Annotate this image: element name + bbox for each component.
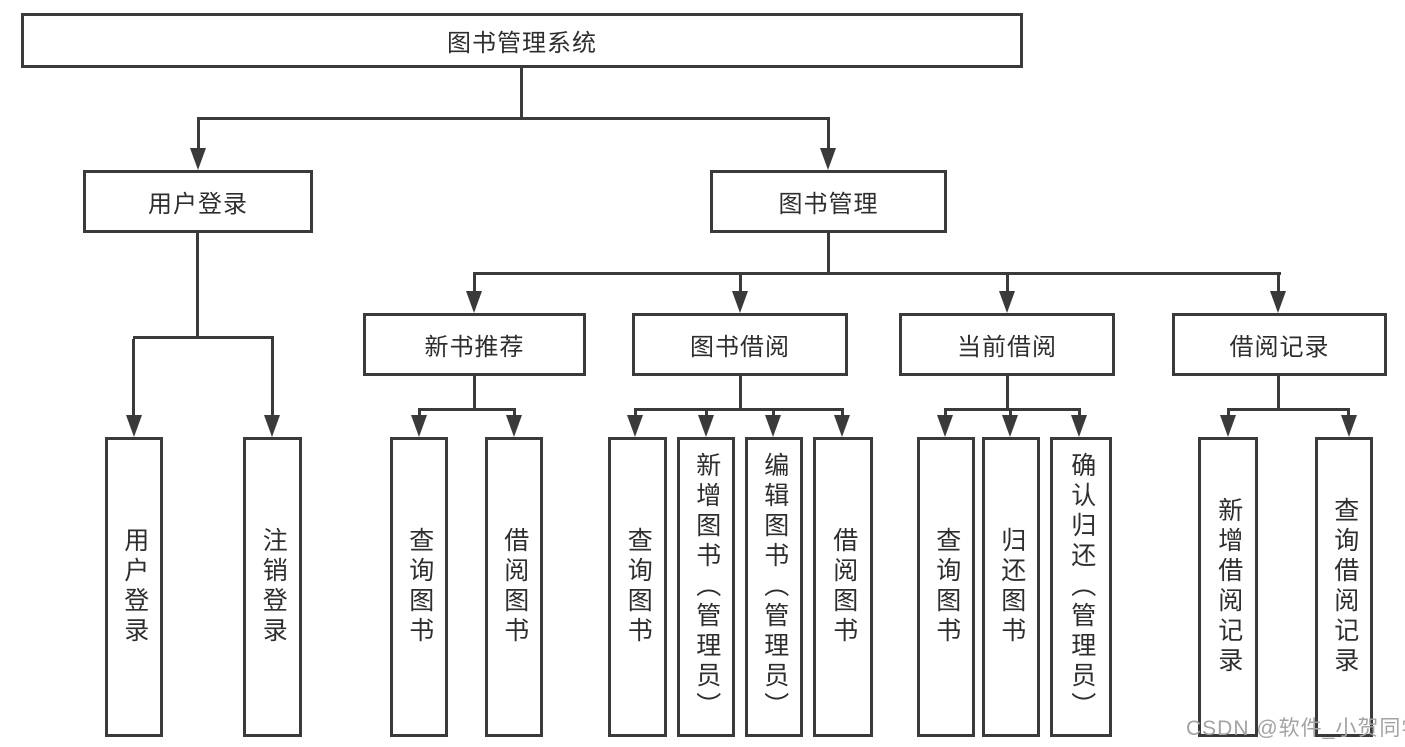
leaf-label: 新增借阅记录: [1214, 497, 1243, 677]
connector-level2-rail: [197, 117, 830, 120]
arrow-down-icon: [1341, 415, 1357, 437]
arrow-down-icon: [999, 291, 1015, 313]
connector-stem: [1006, 275, 1009, 295]
leaf-add-books-admin: 新增图书（管理员）: [677, 437, 735, 737]
connector-stem: [473, 376, 476, 408]
connector-book-mgmt-stem: [827, 233, 830, 275]
connector-user-login-rail: [133, 336, 274, 339]
arrow-down-icon: [506, 415, 522, 437]
connector-stem: [473, 275, 476, 295]
arrow-down-icon: [1002, 415, 1018, 437]
csdn-watermark: CSDN @软件_小贺同学: [1186, 717, 1405, 740]
arrow-down-icon: [732, 291, 748, 313]
connector-stem: [739, 275, 742, 295]
arrow-down-icon: [937, 415, 953, 437]
arrow-down-icon: [698, 415, 714, 437]
leaf-add-borrow-record: 新增借阅记录: [1198, 437, 1258, 737]
node-user-login: 用户登录: [83, 170, 313, 233]
arrow-down-icon: [765, 415, 781, 437]
connector-rail: [418, 408, 516, 411]
arrow-down-icon: [834, 415, 850, 437]
leaf-confirm-return-admin: 确认归还（管理员）: [1050, 437, 1112, 737]
leaf-edit-books-admin: 编辑图书（管理员）: [745, 437, 803, 737]
leaf-logout: 注销登录: [243, 437, 302, 737]
arrow-down-icon: [820, 148, 836, 170]
leaf-label: 新增图书（管理员）: [692, 452, 721, 722]
leaf-label: 借阅图书: [500, 527, 529, 647]
arrow-down-icon: [1071, 415, 1087, 437]
connector-root-stem: [520, 68, 523, 120]
arrow-down-icon: [627, 415, 643, 437]
node-library-system: 图书管理系统: [21, 13, 1023, 68]
connector-level3-rail: [473, 272, 1281, 275]
leaf-label: 编辑图书（管理员）: [760, 452, 789, 722]
leaf-label: 借阅图书: [829, 527, 858, 647]
connector-stem: [1277, 376, 1280, 408]
leaf-borrow-books: 借阅图书: [485, 437, 543, 737]
leaf-label: 查询图书: [624, 527, 653, 647]
node-current-borrowing: 当前借阅: [899, 313, 1115, 376]
arrow-down-icon: [411, 415, 427, 437]
leaf-user-login: 用户登录: [105, 437, 163, 737]
connector-stem: [827, 120, 830, 152]
leaf-borrow-books: 借阅图书: [813, 437, 873, 737]
connector-stem: [132, 339, 135, 419]
leaf-label: 确认归还（管理员）: [1067, 452, 1096, 722]
arrow-down-icon: [126, 415, 142, 437]
leaf-label: 注销登录: [259, 527, 288, 647]
arrow-down-icon: [1220, 415, 1236, 437]
arrow-down-icon: [466, 291, 482, 313]
leaf-search-books: 查询图书: [608, 437, 667, 737]
connector-stem: [197, 120, 200, 152]
node-book-management: 图书管理: [710, 170, 947, 233]
node-borrowing-records: 借阅记录: [1172, 313, 1387, 376]
arrow-down-icon: [1270, 291, 1286, 313]
leaf-search-borrow-record: 查询借阅记录: [1315, 437, 1373, 737]
arrow-down-icon: [264, 415, 280, 437]
connector-stem: [1006, 376, 1009, 408]
node-new-book-recommendation: 新书推荐: [363, 313, 586, 376]
connector-rail: [944, 408, 1081, 411]
leaf-label: 归还图书: [997, 527, 1026, 647]
connector-stem: [739, 376, 742, 408]
leaf-label: 用户登录: [120, 527, 149, 647]
connector-user-login-stem: [196, 233, 199, 339]
connector-stem: [1277, 275, 1280, 295]
leaf-return-books: 归还图书: [982, 437, 1040, 737]
leaf-label: 查询图书: [405, 527, 434, 647]
leaf-search-books: 查询图书: [390, 437, 448, 737]
connector-stem: [271, 339, 274, 419]
node-book-borrowing: 图书借阅: [632, 313, 848, 376]
leaf-search-books: 查询图书: [917, 437, 975, 737]
connector-rail: [1227, 408, 1350, 411]
arrow-down-icon: [190, 148, 206, 170]
leaf-label: 查询借阅记录: [1330, 497, 1359, 677]
leaf-label: 查询图书: [932, 527, 961, 647]
connector-rail: [634, 408, 844, 411]
